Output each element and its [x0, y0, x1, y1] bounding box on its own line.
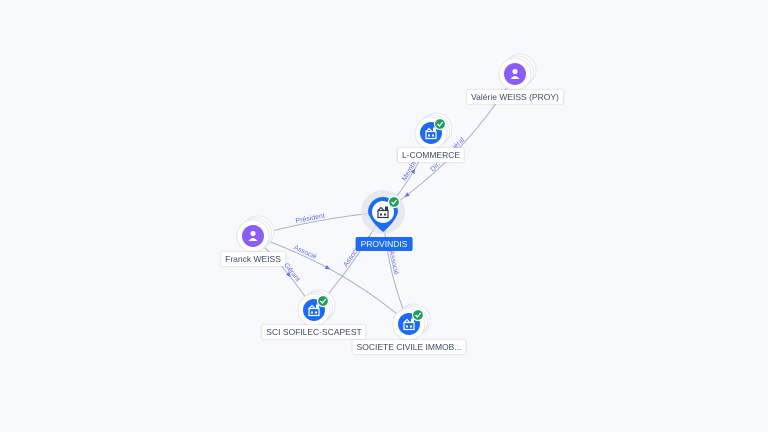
edge-arrow-icon: [404, 192, 410, 197]
edge-label: Gérant: [282, 262, 301, 283]
building-icon: [377, 206, 389, 219]
edge-arrow-icon: [285, 271, 291, 278]
building-icon: [308, 304, 320, 317]
verified-check-icon: [387, 195, 401, 209]
building-icon: [425, 127, 437, 140]
verified-check-icon: [433, 117, 447, 131]
edge-label: Associé: [387, 250, 399, 276]
node-valerie[interactable]: [498, 53, 537, 91]
edge-label: Président: [295, 213, 325, 226]
node-label-lcommerce[interactable]: L-COMMERCE: [397, 148, 465, 162]
node-franck[interactable]: [236, 215, 275, 253]
node-provindis[interactable]: [361, 190, 405, 234]
edge-arrow-icon: [324, 264, 331, 270]
edge-franck-scimmo: [252, 235, 410, 325]
node-label-franck[interactable]: Franck WEISS: [221, 252, 285, 266]
node-label-valerie[interactable]: Valérie WEISS (PROY): [467, 90, 563, 104]
building-icon: [403, 318, 415, 331]
person-icon: [248, 230, 258, 241]
verified-check-icon: [411, 308, 425, 322]
edge-arrow-icon: [410, 168, 416, 174]
verified-check-icon: [316, 294, 330, 308]
node-scimmo[interactable]: [392, 303, 431, 341]
node-lcommerce[interactable]: [414, 112, 453, 150]
person-icon: [510, 68, 520, 79]
node-scisofilec[interactable]: [297, 289, 336, 327]
node-label-provindis[interactable]: PROVINDIS: [355, 237, 413, 251]
node-label-scimmo[interactable]: SOCIETE CIVILE IMMOB...: [352, 340, 466, 354]
node-label-scisofilec[interactable]: SCI SOFILEC-SCAPEST: [262, 325, 366, 339]
